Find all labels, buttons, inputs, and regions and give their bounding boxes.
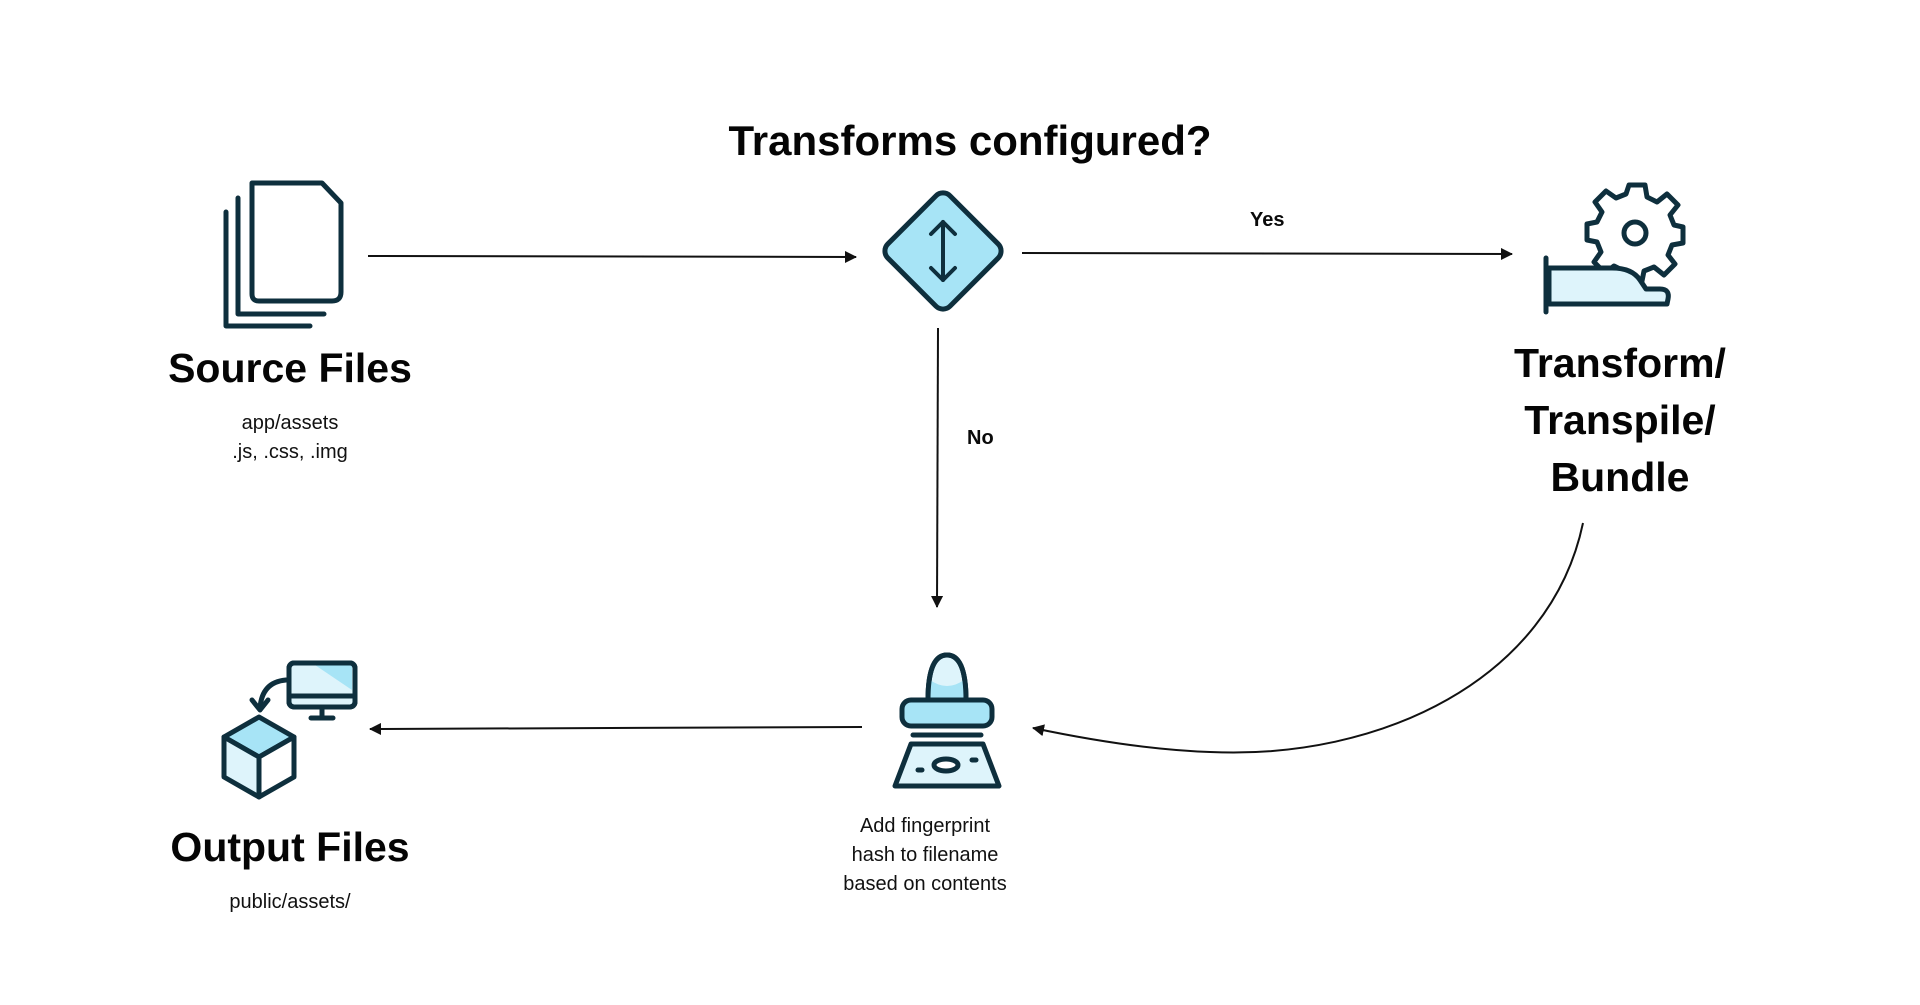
no-label: No (967, 427, 994, 449)
arrow-source-to-decision (367, 250, 857, 263)
output-files-details: public/assets/ (180, 888, 400, 917)
decision-question: Transforms configured? (728, 117, 1212, 164)
gear-hand-icon (1543, 182, 1686, 315)
arrow-decision-to-transform (1021, 247, 1513, 260)
documents-stack-icon (223, 180, 344, 329)
fingerprint-description: Add fingerprint hash to filename based o… (800, 812, 1050, 899)
transform-title-line-2: Transpile/ (1524, 397, 1716, 443)
source-files-details: app/assets .js, .css, .img (190, 409, 390, 467)
computer-box-icon (221, 660, 358, 800)
fingerprint-line-2: hash to filename (851, 844, 999, 866)
yes-label: Yes (1250, 209, 1285, 231)
fingerprint-line-3: based on contents (843, 873, 1007, 895)
decision-diamond-icon (882, 190, 1004, 312)
transform-title: Transform/ Transpile/ Bundle (1460, 335, 1780, 506)
stamp-icon (892, 652, 1002, 789)
fingerprint-line-1: Add fingerprint (859, 815, 991, 837)
arrow-decision-to-fingerprint (931, 327, 944, 608)
source-path: app/assets (241, 412, 339, 434)
arrow-fingerprint-to-output (369, 722, 863, 735)
arrow-transform-to-fingerprint (1032, 522, 1584, 754)
output-path: public/assets/ (229, 891, 351, 913)
source-extensions: .js, .css, .img (232, 441, 348, 463)
source-files-title: Source Files (168, 345, 412, 391)
transform-title-line-3: Bundle (1550, 454, 1690, 500)
output-files-title: Output Files (170, 824, 410, 870)
transform-title-line-1: Transform/ (1514, 340, 1726, 386)
